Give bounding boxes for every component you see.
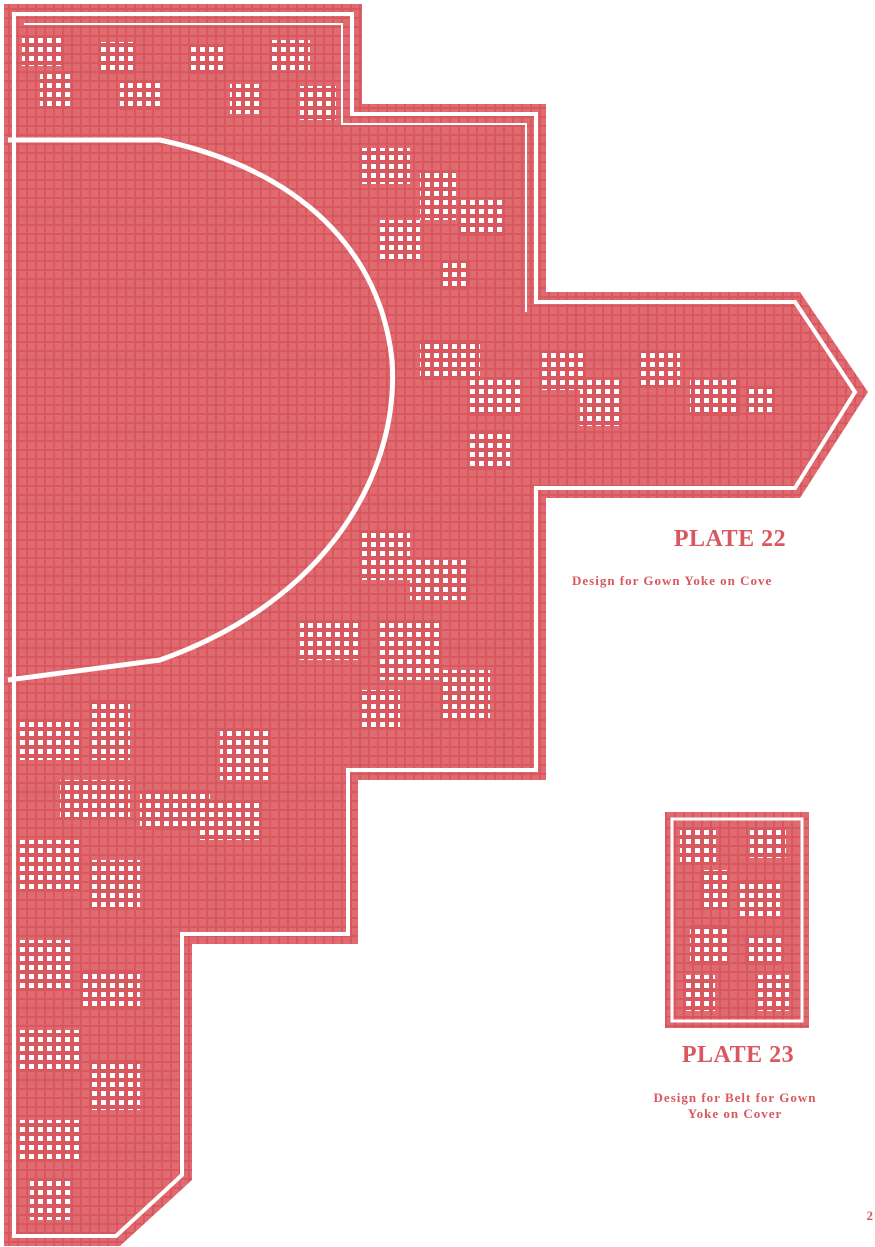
plate-23-description-line1: Design for Belt for Gown <box>600 1090 870 1106</box>
plate-22-title: PLATE 22 <box>640 526 820 553</box>
plate-23-title: PLATE 23 <box>648 1042 828 1069</box>
plate-23-description-line2: Yoke on Cover <box>600 1106 870 1122</box>
plate-23-belt-chart <box>665 812 809 1028</box>
plate-22-description: Design for Gown Yoke on Cove <box>572 573 875 589</box>
page-number: 2 <box>867 1208 874 1224</box>
